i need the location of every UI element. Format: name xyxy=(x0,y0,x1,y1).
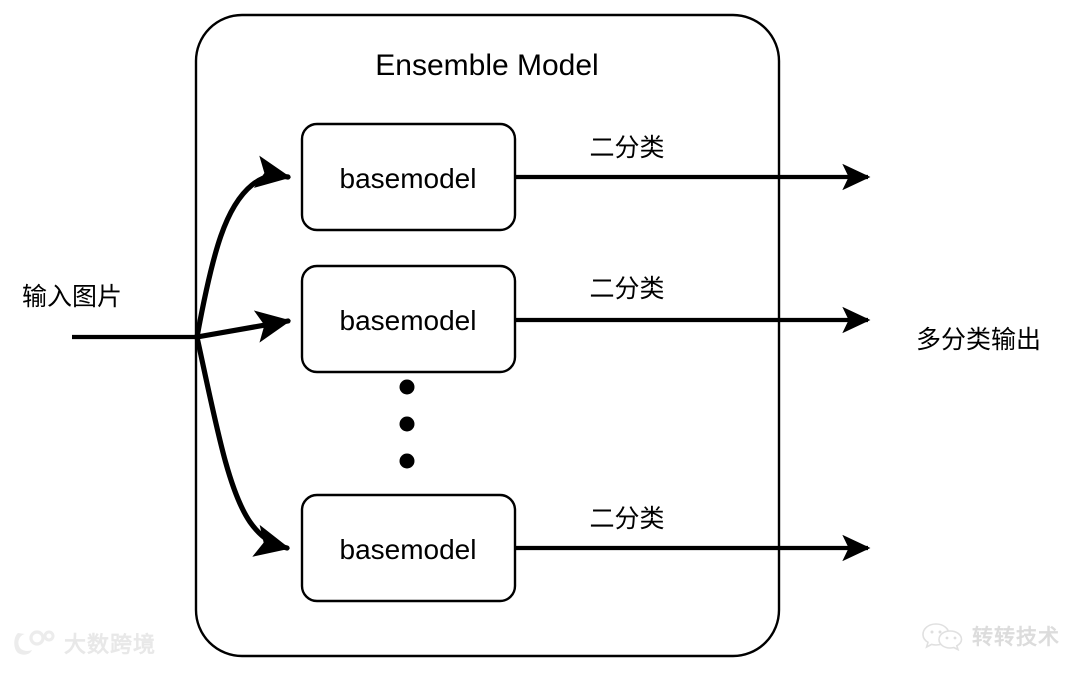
branch-to-basemodel-3 xyxy=(194,334,290,557)
edge-label-2: 二分类 xyxy=(589,275,664,303)
edge-label-3: 二分类 xyxy=(589,505,664,533)
dashujingjing-logo-icon xyxy=(14,630,55,655)
branch-to-basemodel-1 xyxy=(194,155,291,340)
edge-label-1: 二分类 xyxy=(589,134,664,162)
ellipsis-dot-3 xyxy=(399,453,415,469)
watermark-left-text: 大数跨境 xyxy=(64,632,157,657)
ellipsis-dot-2 xyxy=(399,416,415,432)
ellipsis-dot-1 xyxy=(399,379,415,395)
branch-to-basemodel-2 xyxy=(194,310,291,343)
watermark-right: 转转技术 xyxy=(922,621,1060,651)
wechat-bubbles-icon xyxy=(922,623,963,651)
watermark-right-text: 转转技术 xyxy=(972,626,1060,649)
diagram-title: Ensemble Model xyxy=(375,49,598,82)
watermark-left: 大数跨境 xyxy=(12,627,156,659)
basemodel-label-3: basemodel xyxy=(340,534,477,565)
vertical-ellipsis xyxy=(399,379,415,469)
basemodel-label-2: basemodel xyxy=(340,305,477,336)
basemodel-label-1: basemodel xyxy=(340,163,477,194)
input-label: 输入图片 xyxy=(22,283,122,311)
output-label: 多分类输出 xyxy=(916,326,1041,354)
